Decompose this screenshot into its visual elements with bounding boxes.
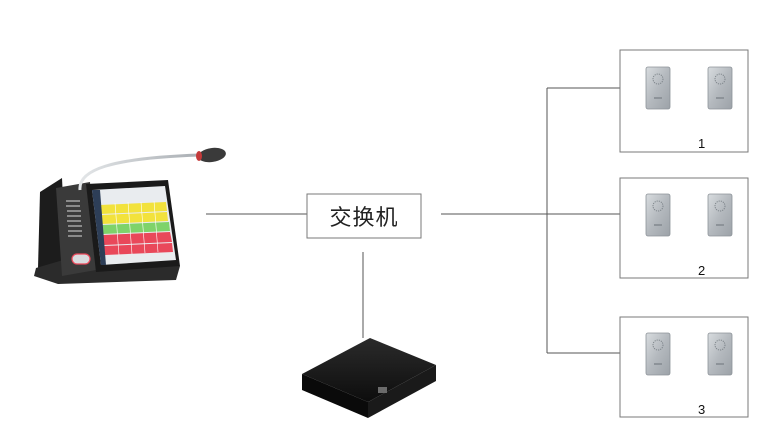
connection-lines <box>206 87 620 354</box>
wall-speaker-panel-icon <box>645 332 671 376</box>
desk-console-icon <box>34 147 226 284</box>
zone-label-2: 2 <box>698 263 706 278</box>
wall-speaker-panel-icon <box>645 193 671 237</box>
zone-label-1: 1 <box>698 136 706 151</box>
switch-label: 交换机 <box>329 206 399 231</box>
speaker-panels <box>645 66 733 376</box>
wall-speaker-panel-icon <box>707 193 733 237</box>
switch-box <box>306 193 422 239</box>
wall-speaker-panel-icon <box>707 332 733 376</box>
black-decoder-box-icon <box>302 338 436 418</box>
zone-label-3: 3 <box>698 402 706 417</box>
wall-speaker-panel-icon <box>707 66 733 110</box>
wall-speaker-panel-icon <box>645 66 671 110</box>
